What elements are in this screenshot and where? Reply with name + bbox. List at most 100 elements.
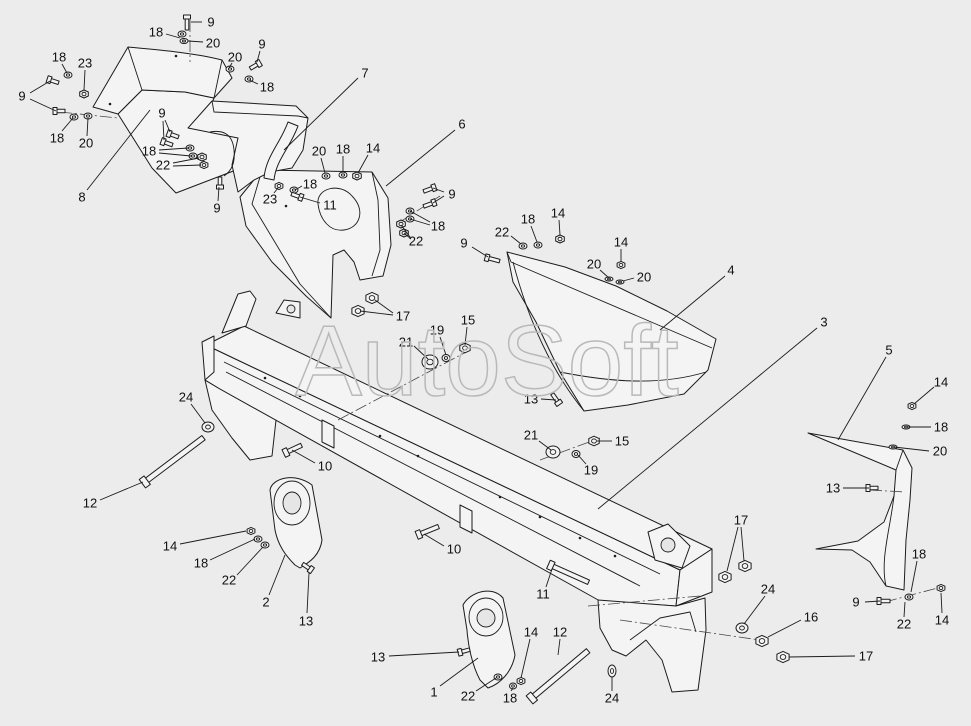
beam-hole	[378, 434, 382, 438]
center-line	[869, 489, 906, 493]
washer	[607, 664, 617, 678]
callout-number: 20	[312, 144, 326, 159]
leader-line	[409, 218, 431, 226]
part-8-hole	[108, 102, 112, 106]
leader-line	[299, 196, 321, 204]
leader-line	[357, 154, 369, 174]
callout-number: 9	[213, 201, 220, 216]
washer	[571, 450, 581, 458]
leader-line	[165, 33, 181, 39]
part-5-plate	[807, 432, 913, 591]
part-3-ear-hole	[286, 304, 296, 314]
part-7-plate	[187, 100, 309, 193]
callout-number: 18	[503, 691, 517, 706]
leader-line	[413, 345, 429, 360]
leader-line	[86, 117, 89, 137]
leader-line	[403, 232, 412, 240]
callout-number: 17	[396, 309, 410, 324]
part-2-plate	[269, 477, 323, 569]
leader-line	[400, 224, 411, 238]
callout-number: 18	[336, 142, 350, 157]
beam-hole	[578, 536, 582, 540]
leader-line	[236, 546, 264, 576]
callout-number: 16	[804, 610, 818, 625]
beam-hole	[263, 376, 267, 380]
leader-line	[558, 219, 561, 236]
callout-number: 18	[303, 177, 317, 192]
nut	[776, 650, 790, 664]
part-3-rail-line	[223, 361, 661, 587]
callout-number: 17	[859, 649, 873, 664]
leader-line	[423, 533, 445, 547]
leader-line	[162, 120, 165, 141]
callout-number: 9	[448, 187, 455, 202]
washer	[253, 535, 263, 543]
washer	[441, 354, 451, 362]
center-line	[337, 349, 471, 421]
leader-line	[432, 195, 445, 204]
callout-number: 14	[614, 235, 628, 250]
leader-line	[209, 538, 256, 561]
callout-number: 8	[78, 190, 85, 205]
callout-number: 22	[409, 234, 423, 249]
leader-line	[432, 187, 445, 193]
callout-number: 20	[228, 50, 242, 65]
part-7-top-edge	[211, 100, 309, 119]
leader-line	[409, 210, 431, 223]
washer	[177, 30, 187, 38]
part-8-cover-top	[92, 46, 233, 115]
bolt	[550, 392, 564, 407]
bolt	[546, 559, 590, 585]
part-3-bracket-slot	[629, 611, 697, 641]
part-3-clamp	[459, 504, 473, 534]
bolt	[281, 442, 303, 458]
callout-number: 20	[587, 257, 601, 272]
nut	[907, 401, 917, 411]
leader-line	[471, 246, 489, 258]
callout-number: 5	[885, 343, 892, 358]
leader-line	[530, 225, 538, 243]
leader-line	[86, 109, 151, 191]
callout-number: 12	[553, 625, 567, 640]
leader-line	[520, 638, 531, 679]
callout-number: 18	[260, 80, 274, 95]
part-8-hole	[174, 54, 178, 58]
callout-number: 3	[820, 315, 827, 330]
washer	[735, 622, 749, 634]
nut	[516, 676, 526, 686]
part-3-end-bracket	[597, 597, 707, 693]
leader-line	[256, 50, 261, 63]
callout-number: 6	[458, 117, 465, 132]
washer	[493, 673, 503, 681]
part-4-plate	[506, 251, 717, 412]
washer	[289, 186, 299, 194]
bolt	[525, 648, 591, 705]
nut	[738, 559, 752, 573]
callout-number: 14	[366, 141, 380, 156]
callout-number: 13	[826, 481, 840, 496]
leader-line	[439, 336, 447, 356]
callout-number: 24	[605, 691, 619, 706]
callout-number: 9	[18, 89, 25, 104]
center-line	[619, 619, 761, 641]
callout-number: 22	[495, 225, 509, 240]
washer	[509, 682, 517, 690]
beam-hole	[498, 495, 502, 499]
callout-number: 18	[52, 50, 66, 65]
leader-line	[599, 269, 610, 279]
leader-line	[538, 440, 552, 451]
callout-number: 15	[615, 434, 629, 449]
leader-line	[864, 600, 881, 603]
leader-line	[913, 386, 935, 405]
leader-line	[622, 277, 635, 282]
leader-line	[29, 98, 57, 112]
leader-line	[164, 119, 171, 133]
callout-number: 18	[934, 420, 948, 435]
washer	[225, 65, 235, 73]
callout-number: 18	[912, 547, 926, 562]
leader-line	[557, 638, 561, 656]
leader-line	[294, 185, 303, 191]
leader-line	[61, 63, 68, 74]
callout-number: 18	[194, 556, 208, 571]
part-3-end-plate-hole	[660, 537, 676, 553]
